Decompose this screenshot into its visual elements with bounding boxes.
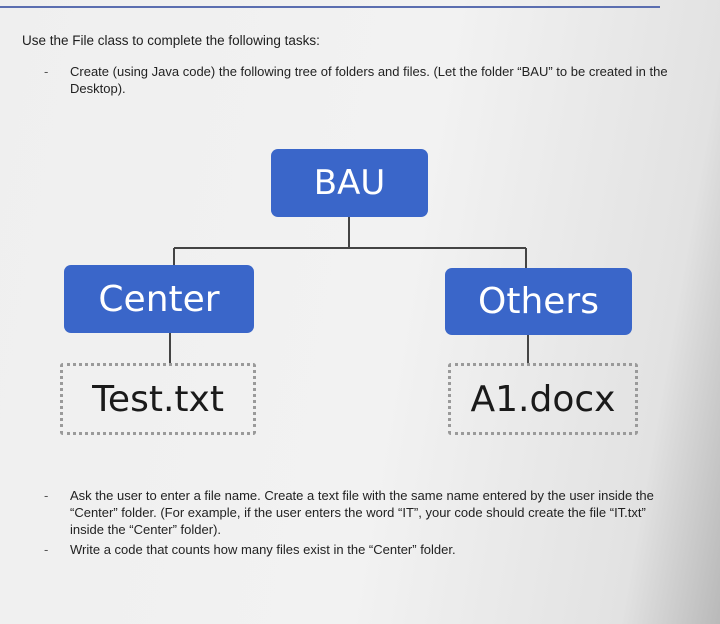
top-rule [0,6,660,8]
folder-bau: BAU [271,149,428,217]
task-1-text: Create (using Java code) the following t… [70,64,668,96]
intro-text: Use the File class to complete the follo… [22,33,320,48]
folder-center: Center [64,265,254,333]
bullet-1: - [44,64,49,79]
bullet-3: - [44,542,49,557]
bullet-2: - [44,488,49,503]
file-a1-docx: A1.docx [448,363,638,435]
file-test-txt: Test.txt [60,363,256,435]
task-2-text: Ask the user to enter a file name. Creat… [70,488,654,537]
folder-others: Others [445,268,632,335]
task-3-text: Write a code that counts how many files … [70,542,456,557]
